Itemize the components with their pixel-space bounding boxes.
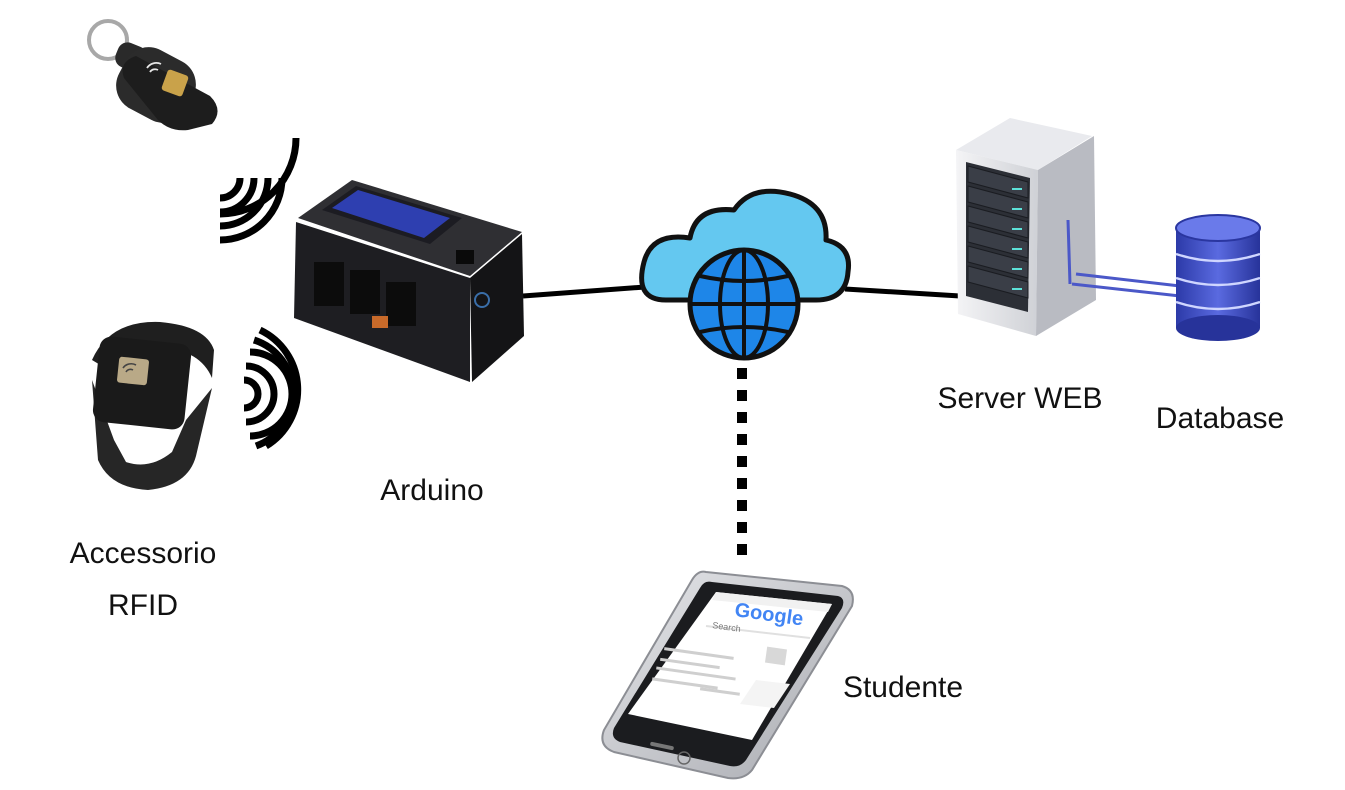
- smartphone-icon: Search Google: [601, 570, 854, 780]
- keyfob-icon: [87, 19, 218, 131]
- label-server: Server WEB: [937, 382, 1102, 415]
- label-rfid-line1: Accessorio: [70, 537, 217, 570]
- phone-search-placeholder: Search: [712, 620, 742, 634]
- link-cloud-server: [844, 286, 961, 299]
- wireless-waves-icon: [219, 137, 300, 244]
- link-arduino-cloud: [522, 284, 646, 299]
- connection-lines: [522, 284, 961, 562]
- arduino-box-icon: [294, 180, 524, 382]
- label-arduino: Arduino: [380, 474, 483, 507]
- wireless-waves-icon: [243, 326, 302, 450]
- database-icon: [1175, 214, 1261, 341]
- server-rack-icon: [956, 118, 1181, 336]
- label-rfid-line2: RFID: [108, 589, 178, 622]
- wristband-icon: [92, 321, 214, 490]
- cloud-globe-icon: [639, 188, 852, 361]
- label-database: Database: [1156, 402, 1284, 435]
- label-student: Studente: [843, 671, 963, 704]
